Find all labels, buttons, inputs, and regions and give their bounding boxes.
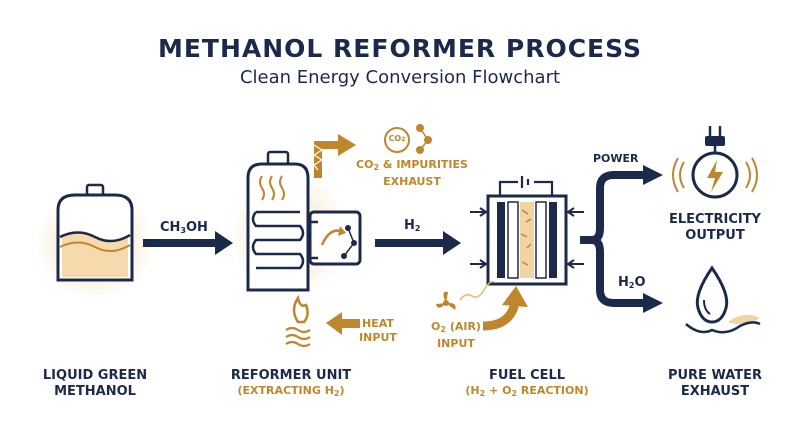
air-input-arrow <box>459 280 528 331</box>
methanol-flow-label: CH3OH <box>160 220 208 235</box>
water-drop-icon <box>685 265 761 334</box>
exhaust-label: CO2 & IMPURITIES EXHAUST <box>356 158 468 188</box>
diagram-title: METHANOL REFORMER PROCESS <box>157 34 643 63</box>
air-input-label: O2 (AIR) INPUT <box>431 320 481 350</box>
heat-input-label: HEAT INPUT <box>359 317 397 344</box>
hydrogen-flow-arrow <box>375 231 461 255</box>
diagram-subtitle: Clean Energy Conversion Flowchart <box>239 67 561 88</box>
reformer-unit-icon <box>230 150 362 295</box>
fan-icon <box>436 291 456 310</box>
stage-label-reformer: REFORMER UNIT (EXTRACTING H2) <box>230 368 352 398</box>
exhaust-arrow <box>312 134 356 178</box>
water-flow-label: H2O <box>618 275 646 290</box>
power-flow-label: POWER <box>593 152 639 165</box>
methanol-flow-arrow <box>143 231 233 255</box>
hydrogen-flow-label: H2 <box>404 218 421 233</box>
stage-label-methanol: LIQUID GREEN METHANOL <box>42 368 148 399</box>
heat-input-arrow <box>326 312 360 335</box>
co2-molecule-icon <box>384 124 432 154</box>
power-flow-arrow <box>580 165 663 244</box>
stage-label-fuel-cell: FUEL CELL (H2 + O2 REACTION) <box>465 368 589 398</box>
fuel-cell-icon <box>470 176 584 286</box>
stage-label-electricity: ELECTRICITY OUTPUT <box>669 212 761 243</box>
water-flow-arrow <box>591 236 663 313</box>
flame-icon <box>285 294 311 348</box>
stage-label-water: PURE WATER EXHAUST <box>667 368 763 399</box>
electricity-plug-icon <box>672 126 758 199</box>
co2-badge-label: CO2 <box>388 134 406 143</box>
methanol-tank-icon <box>35 183 155 300</box>
